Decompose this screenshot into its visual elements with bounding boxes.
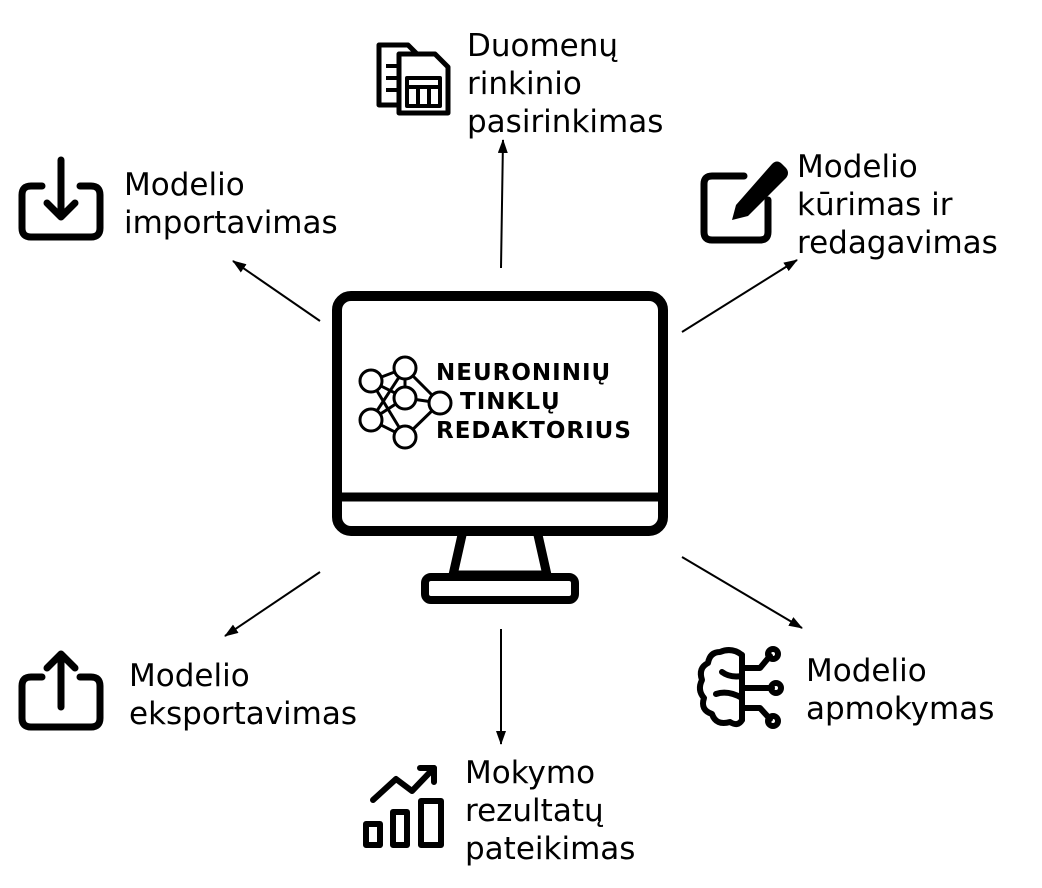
monitor-icon [332, 291, 668, 604]
title-line-1: NEURONINIŲ [436, 360, 612, 386]
title-line-3: REDAKTORIUS [436, 418, 632, 444]
arrow-to-export [224, 571, 321, 637]
editor-title: NEURONINIŲ TINKLŲ REDAKTORIUS [436, 359, 632, 446]
dataset-selection-label: Duomenų rinkinio pasirinkimas [467, 28, 664, 140]
arrow-to-edit [681, 259, 798, 333]
training-results-label: Mokymo rezultatų pateikimas [465, 755, 636, 867]
brain-circuit-icon [696, 646, 784, 729]
model-import-label: Modelio importavimas [124, 167, 338, 241]
arrow-to-dataset [497, 139, 508, 269]
growth-chart-icon [363, 765, 444, 848]
title-line-2: TINKLŲ [460, 389, 561, 415]
model-training-label: Modelio apmokymas [806, 653, 995, 727]
model-editing-label: Modelio kūrimas ir redagavimas [797, 149, 998, 261]
spreadsheet-files-icon [376, 42, 451, 116]
arrow-to-import [232, 260, 321, 322]
arrow-to-train [681, 556, 803, 629]
neural-network-icon [358, 355, 453, 450]
model-export-label: Modelio eksportavimas [129, 658, 358, 732]
upload-icon [18, 650, 104, 731]
download-icon [18, 156, 104, 241]
edit-pencil-icon [700, 161, 788, 244]
